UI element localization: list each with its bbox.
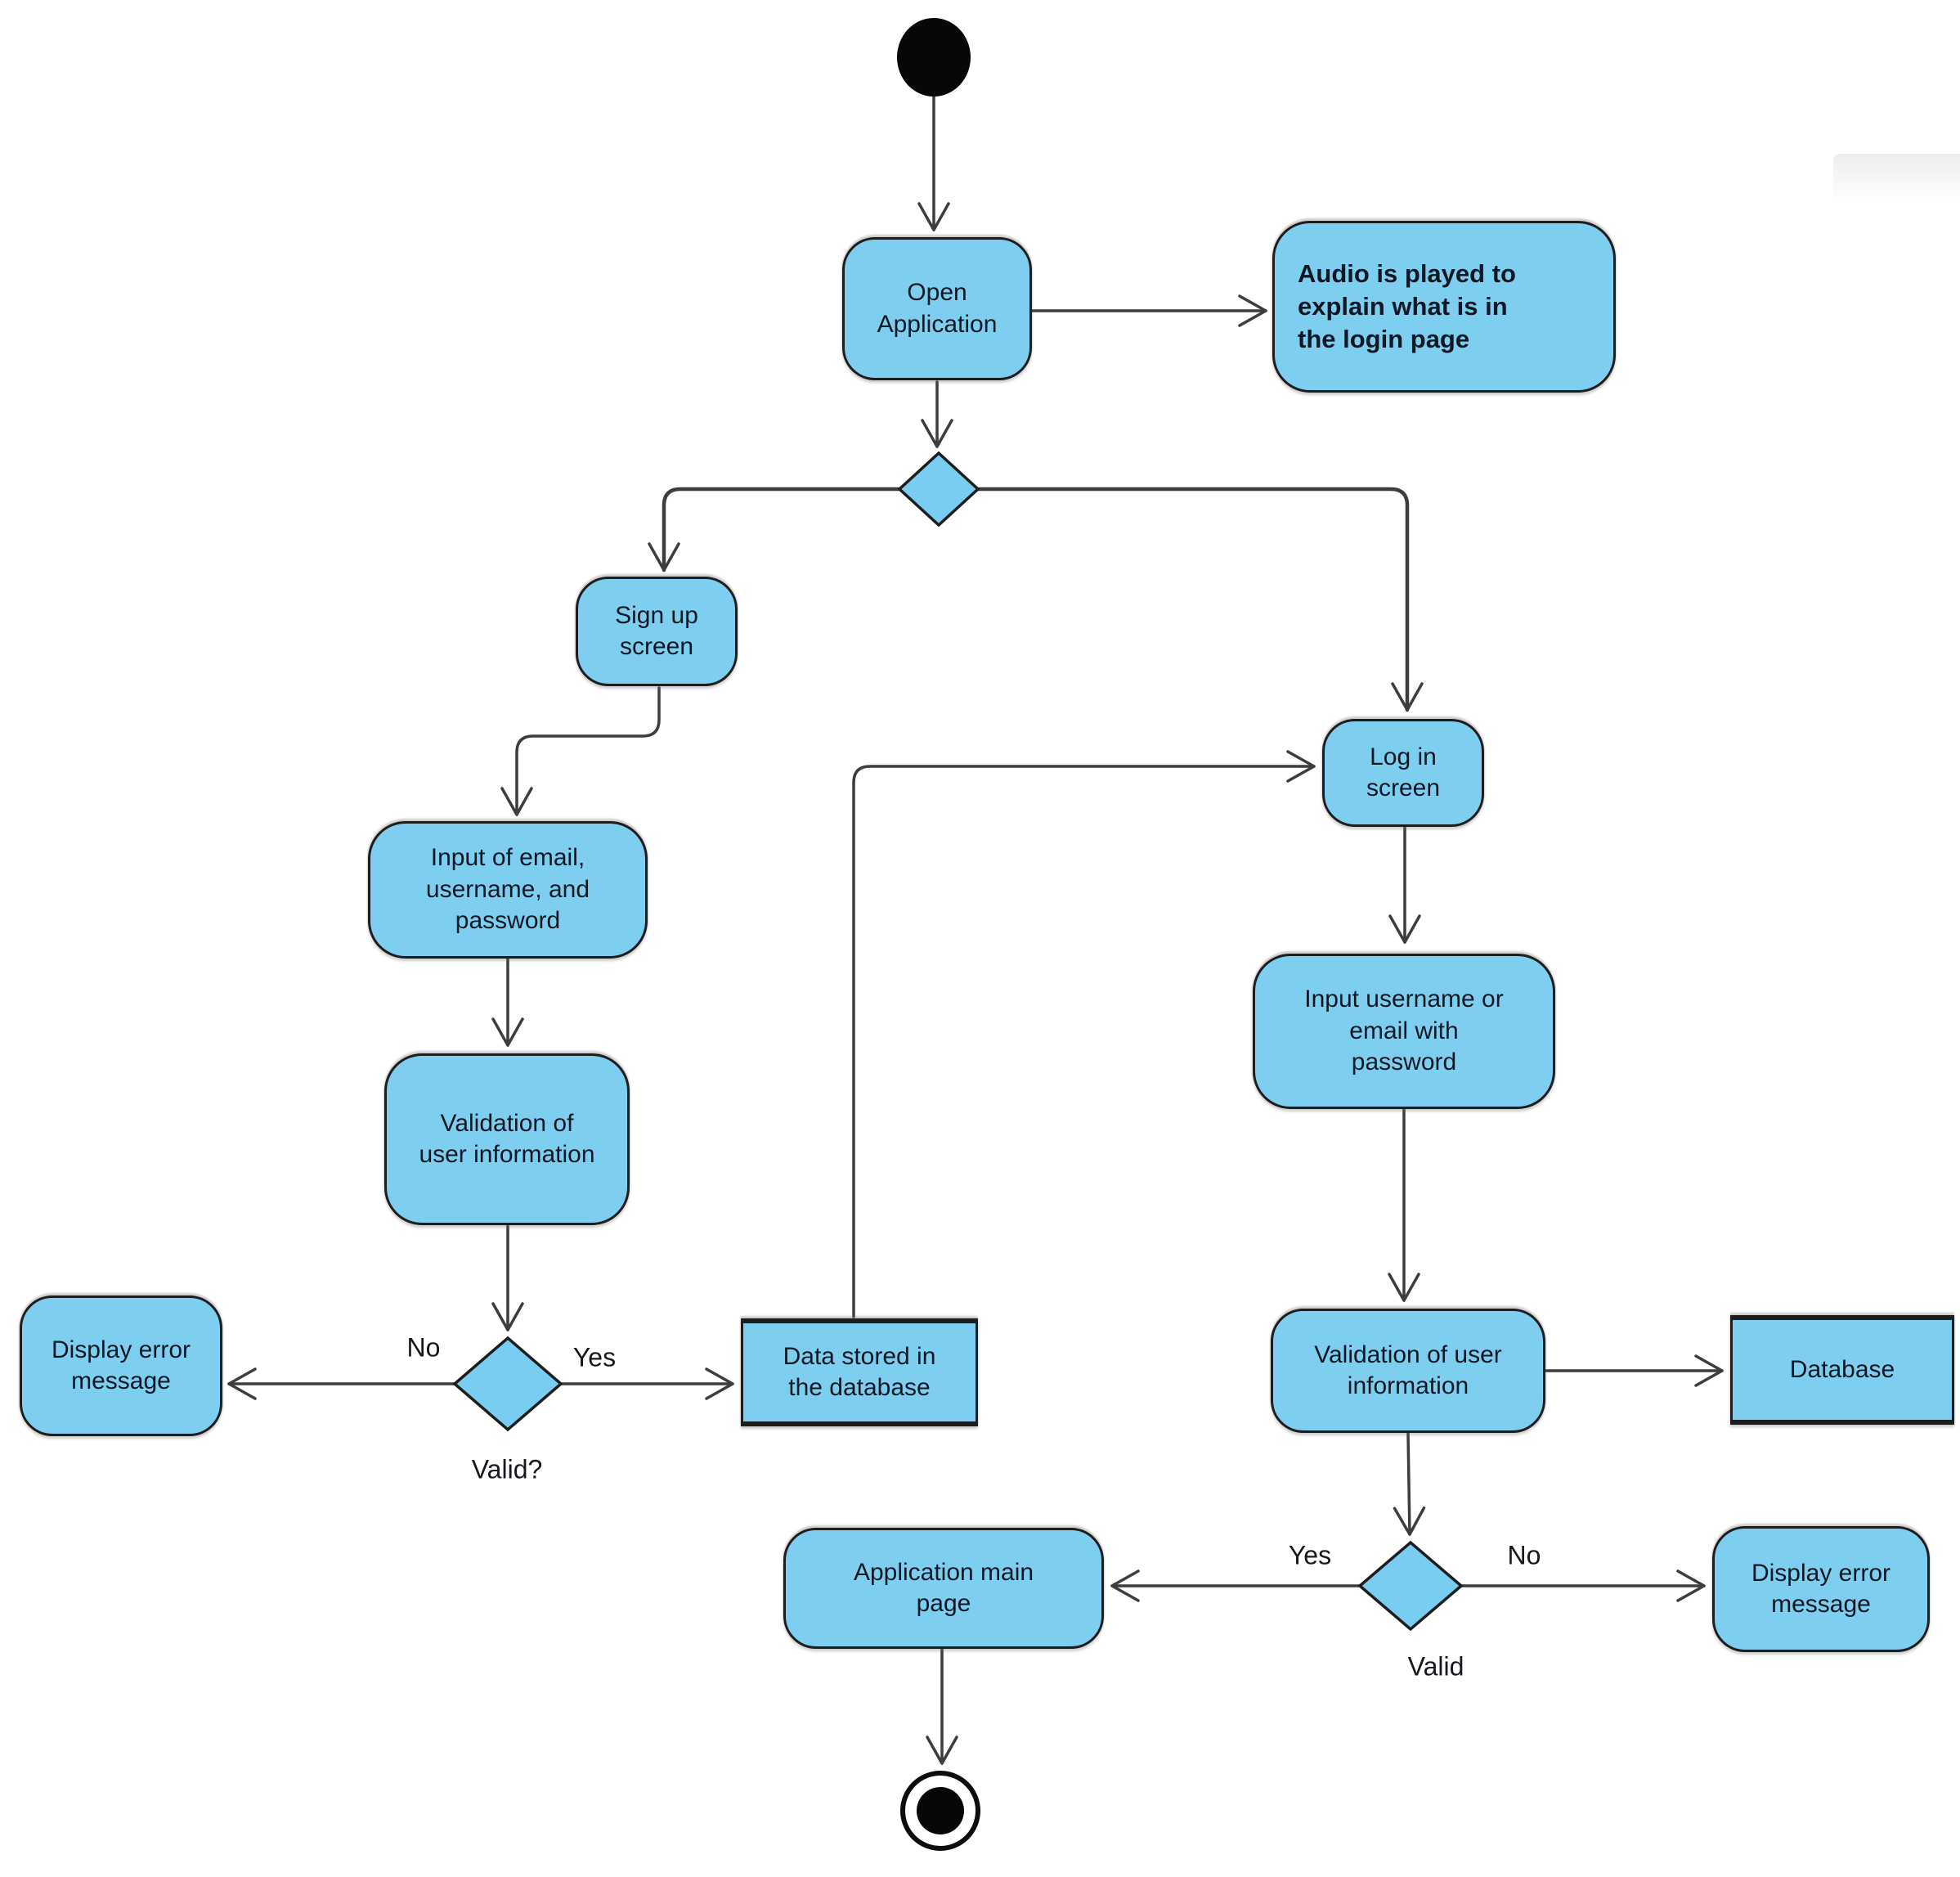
node-audio-note: Audio is played to explain what is in th… [1272,221,1616,393]
edge-validation-login-to-valid-decision [1393,1431,1426,1536]
node-sign-up-screen: Sign up screen [576,577,738,686]
edge-label-signup-yes: Yes [572,1342,617,1372]
page-corner-shade [1833,154,1960,213]
edge-label-signup-no: No [406,1332,441,1363]
node-display-error-signup: Display error message [20,1295,222,1436]
edge-label-login-yes: Yes [1288,1540,1332,1570]
node-open-application: Open Application [842,237,1032,380]
node-input-username-or-email: Input username or email with password [1253,954,1555,1109]
node-validation-signup: Validation of user information [384,1053,630,1225]
initial-node [897,18,971,97]
node-database: Database [1730,1315,1954,1425]
decision-login-valid [1357,1540,1464,1632]
edge-label-login-valid: Valid [1407,1651,1464,1682]
decision-signup-or-login [897,451,980,528]
edge-decision-to-sign-up-screen [648,487,905,573]
node-application-main-page: Application main page [783,1528,1104,1649]
edge-sign-up-to-input-email [500,686,661,816]
edge-label-login-no: No [1507,1540,1541,1570]
node-log-in-screen: Log in screen [1322,719,1484,827]
edge-data-stored-to-log-in-screen [852,750,1316,1318]
node-input-email-username-password: Input of email, username, and password [368,821,648,959]
final-node-ring [900,1771,980,1851]
node-validation-login: Validation of user information [1271,1309,1545,1433]
edge-decision-to-log-in-screen [972,487,1424,712]
node-display-error-login: Display error message [1712,1526,1930,1652]
decision-signup-valid [452,1336,563,1432]
final-node-dot [917,1787,964,1834]
node-data-stored-database: Data stored in the database [741,1318,978,1426]
edge-label-signup-valid-question: Valid? [471,1454,543,1484]
